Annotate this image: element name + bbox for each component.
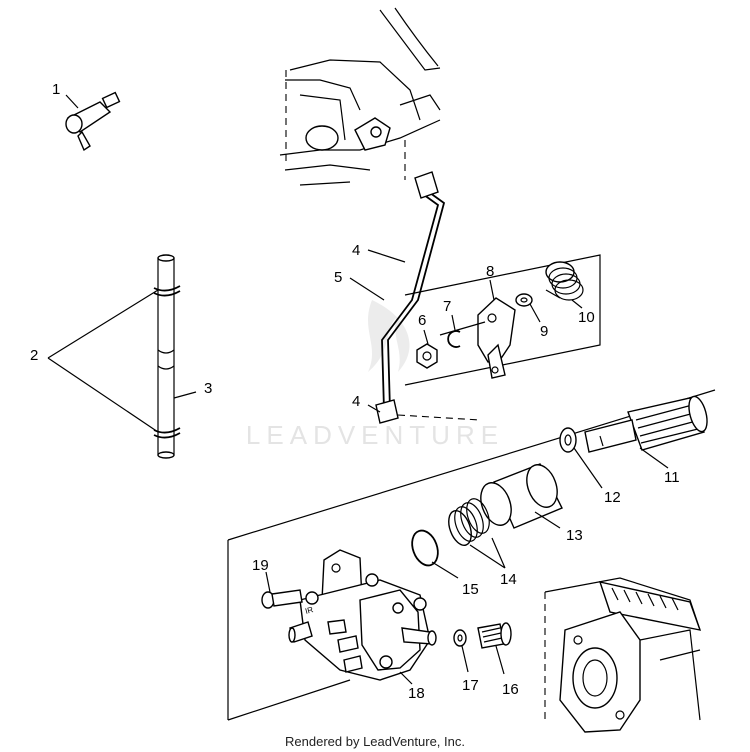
- callouts: 1 2 3 4 4 5 6 7 8 9 10 11 12 13 14 15 16…: [30, 81, 680, 702]
- callout-16: 16: [502, 681, 519, 698]
- part-14-springs: [448, 498, 506, 569]
- engine-block: [279, 7, 441, 186]
- callout-13: 13: [566, 527, 583, 544]
- svg-text:IR: IR: [304, 605, 314, 616]
- callout-4-lower: 4: [352, 393, 360, 410]
- callout-4-upper: 4: [352, 242, 360, 259]
- callout-18: 18: [408, 685, 425, 702]
- part-10-spring: [545, 261, 584, 309]
- watermark-text: LEADVENTURE: [246, 420, 504, 450]
- callout-7: 7: [443, 298, 451, 315]
- callout-5: 5: [334, 269, 342, 286]
- part-19-bolt: [261, 571, 303, 609]
- part-7-clip: [447, 314, 461, 348]
- callout-10: 10: [578, 309, 595, 326]
- callout-15: 15: [462, 581, 479, 598]
- callout-1: 1: [52, 81, 60, 98]
- crankcase: [544, 577, 702, 733]
- part-9-washer: [515, 293, 541, 323]
- part-5-oil-line: [349, 140, 481, 424]
- callout-11: 11: [664, 469, 680, 486]
- callout-14: 14: [500, 571, 517, 588]
- part-8-bracket: [439, 279, 516, 379]
- callout-12: 12: [604, 489, 621, 506]
- callout-19: 19: [252, 557, 269, 574]
- part-17-washer: [453, 629, 469, 673]
- callout-3: 3: [204, 380, 212, 397]
- part-1-fitting: [65, 91, 121, 152]
- footer-credit: Rendered by LeadVenture, Inc.: [285, 734, 465, 749]
- part-3-hose: [153, 254, 197, 459]
- part-11-drive-gear: [584, 395, 708, 469]
- part-16-plug: [477, 622, 512, 675]
- callout-8: 8: [486, 263, 494, 280]
- callout-17: 17: [462, 677, 479, 694]
- part-15-o-ring: [411, 529, 459, 579]
- part-18-oil-pump: IR: [288, 549, 437, 685]
- callout-2: 2: [30, 347, 38, 364]
- callout-9: 9: [540, 323, 548, 340]
- part-6-nut: [416, 329, 438, 369]
- leader-2: [47, 289, 159, 433]
- callout-6: 6: [418, 312, 426, 329]
- part-13-sleeve: [480, 463, 563, 529]
- part-12-washer: [559, 427, 603, 489]
- watermark: LEADVENTURE: [246, 300, 504, 450]
